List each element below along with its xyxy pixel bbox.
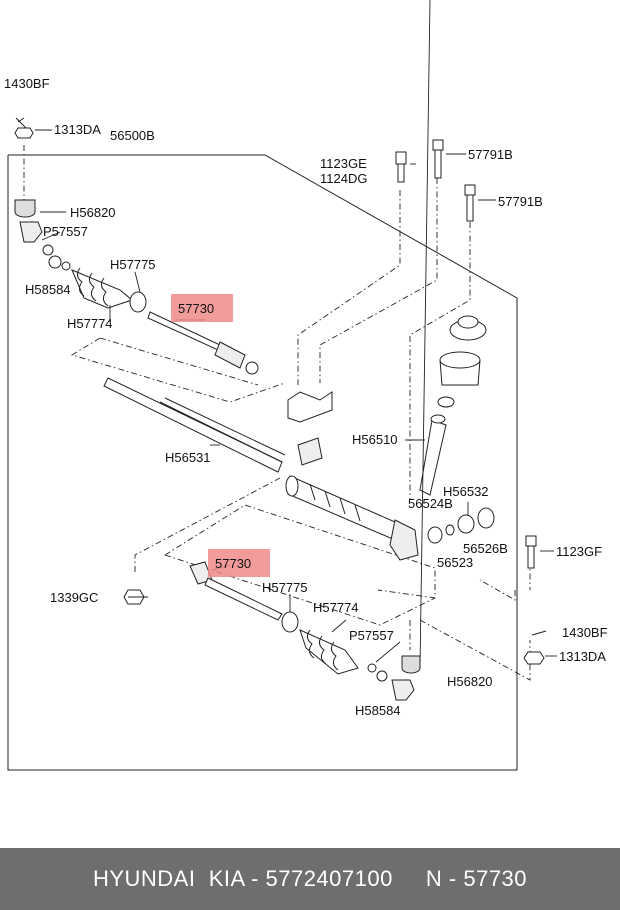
label-57791b-b: 57791B <box>498 194 543 209</box>
label-1123ge: 1123GE <box>320 156 367 171</box>
part-number-footer: HYUNDAI KIA - 5772407100 N - 57730 <box>0 848 620 910</box>
label-1430bf-top: 1430BF <box>4 76 50 91</box>
label-1430bf-bottom: 1430BF <box>562 625 608 640</box>
footer-brand-part-number: HYUNDAI KIA - 5772407100 <box>92 866 393 891</box>
label-1124dg: 1124DG <box>320 171 367 186</box>
label-h57775-top: H57775 <box>110 257 156 272</box>
mount-bracket <box>287 391 333 466</box>
bottom-bellows-boot <box>299 629 388 682</box>
dashed-leader-lines <box>23 145 531 681</box>
label-h56820-bottom: H56820 <box>447 674 493 689</box>
label-p57557-top: P57557 <box>43 224 88 239</box>
label-56523: 56523 <box>437 555 473 570</box>
parts-diagram: 1430BF 1313DA 56500B 1123GE 1124DG 57791… <box>4 0 608 771</box>
rack-housing <box>285 475 419 561</box>
pinion-parts <box>419 315 487 496</box>
label-h57774-top: H57774 <box>67 316 113 331</box>
assembly-frame <box>7 154 518 771</box>
highlight-57730-bottom <box>208 549 270 577</box>
label-1339gc: 1339GC <box>50 590 98 605</box>
highlight-57730-top <box>171 294 233 322</box>
label-h56820-top: H56820 <box>70 205 116 220</box>
adjuster-parts <box>427 507 495 544</box>
label-56526b: 56526B <box>463 541 508 556</box>
label-h56531: H56531 <box>165 450 211 465</box>
label-56524b: 56524B <box>408 496 453 511</box>
label-57730-top: 57730 <box>178 301 214 316</box>
label-1313da-top: 1313DA <box>54 122 101 137</box>
label-h56510: H56510 <box>352 432 398 447</box>
top-bellows-boot <box>71 267 147 313</box>
footer-diagram-number: N - 57730 <box>425 866 528 891</box>
label-h58584-bottom: H58584 <box>355 703 401 718</box>
label-h57774-bottom: H57774 <box>313 600 359 615</box>
label-1123gf: 1123GF <box>556 544 602 559</box>
top-left-hardware <box>14 117 71 271</box>
label-57730-bottom: 57730 <box>215 556 251 571</box>
label-57791b-a: 57791B <box>468 147 513 162</box>
label-1313da-bottom: 1313DA <box>559 649 606 664</box>
rack-bar <box>103 377 286 473</box>
footer-separator <box>393 866 426 892</box>
bolts <box>123 139 547 665</box>
label-h58584-top: H58584 <box>25 282 71 297</box>
top-tie-rod <box>147 311 259 375</box>
label-p57557-bottom: P57557 <box>349 628 394 643</box>
label-56500b: 56500B <box>110 128 155 143</box>
label-h57775-bottom: H57775 <box>262 580 308 595</box>
bottom-tie-rod-end <box>391 655 421 701</box>
label-h56532: H56532 <box>443 484 489 499</box>
